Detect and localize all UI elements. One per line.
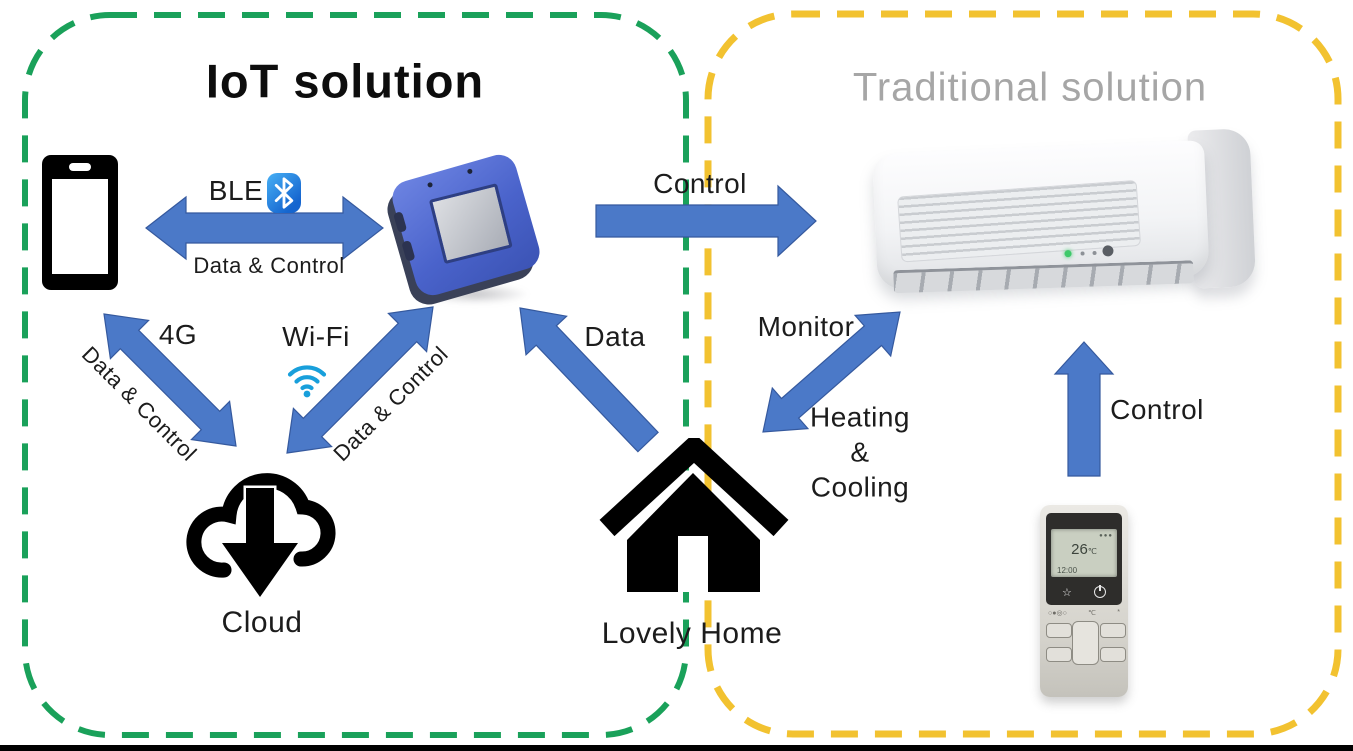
ac-sensor [1102, 245, 1114, 257]
thermostat-screen [428, 183, 513, 265]
ac-vent-flap [893, 260, 1194, 294]
data-arrow-home-to-thermostat [519, 307, 659, 453]
thermostat-sensor-dot [426, 181, 434, 188]
remote-button [1046, 647, 1072, 662]
control-arrow-remote-to-ac [1053, 341, 1115, 477]
remote-symbol-row: ○●◎○ ℃ * [1048, 609, 1120, 619]
thermostat-sensor-dot [466, 168, 473, 175]
cloud-label: Cloud [221, 606, 303, 639]
ac-led [1080, 251, 1085, 256]
remote-button [1100, 623, 1126, 638]
power-icon [1093, 585, 1106, 598]
wifi-double-arrow [286, 306, 434, 454]
wifi-label: Wi-Fi [282, 321, 350, 352]
phone-screen [52, 179, 108, 274]
ac-led [1092, 250, 1097, 256]
remote-fan-symbol: * [1117, 609, 1120, 616]
cloud-download-icon [186, 473, 336, 602]
ac-power-led [1064, 250, 1072, 258]
control-top-label: Control [653, 168, 747, 199]
lcd-temp-value: 26 [1071, 541, 1088, 558]
bluetooth-icon [267, 173, 301, 213]
cooling-line: Cooling [810, 471, 910, 503]
control-remote-label: Control [1110, 394, 1204, 425]
air-conditioner-unit [871, 124, 1270, 313]
ble-label: BLE [208, 175, 264, 206]
control-arrow-to-ac [595, 184, 817, 258]
ac-body [872, 140, 1210, 294]
bottom-edge-bar [0, 745, 1353, 751]
remote-control: ●●● 26℃ 12:00 ☆ ○●◎○ ℃ * [1040, 505, 1128, 697]
remote-bottom-strip: ☆ [1051, 583, 1117, 601]
traditional-solution-title: Traditional solution [852, 65, 1208, 110]
remote-mode-symbols: ○●◎○ [1048, 610, 1067, 617]
remote-temp-unit-symbol: ℃ [1088, 610, 1096, 617]
iot-box-border [22, 12, 689, 738]
remote-lcd: ●●● 26℃ 12:00 [1051, 529, 1117, 577]
remote-display-panel: ●●● 26℃ 12:00 ☆ [1046, 513, 1122, 605]
lcd-temp-unit: ℃ [1087, 547, 1097, 556]
remote-button [1046, 623, 1072, 638]
remote-button [1100, 647, 1126, 662]
iot-solution-title: IoT solution [205, 54, 485, 108]
monitor-double-arrow [762, 311, 901, 433]
ble-double-arrow [145, 195, 384, 261]
fourg-double-arrow [103, 313, 237, 447]
lovely-home-label: Lovely Home [601, 617, 783, 650]
heating-line: Heating [809, 401, 911, 433]
phone-speaker [69, 163, 91, 171]
heating-cooling-label: Heating & Cooling [810, 400, 910, 505]
lcd-time: 12:00 [1057, 566, 1078, 575]
monitor-label: Monitor [757, 311, 855, 342]
lcd-temperature: 26℃ [1071, 541, 1097, 558]
star-icon: ☆ [1062, 586, 1072, 599]
remote-center-button [1072, 621, 1099, 665]
traditional-box-border [704, 10, 1342, 738]
smartphone-icon [42, 155, 118, 290]
amp-line: & [850, 436, 870, 468]
data-label: Data [584, 321, 646, 352]
lcd-mode-icons: ●●● [1099, 533, 1113, 539]
ble-sub-label: Data & Control [193, 253, 345, 278]
house-icon [599, 438, 789, 592]
fourg-label: 4G [158, 319, 198, 350]
bluetooth-glyph [274, 177, 294, 209]
